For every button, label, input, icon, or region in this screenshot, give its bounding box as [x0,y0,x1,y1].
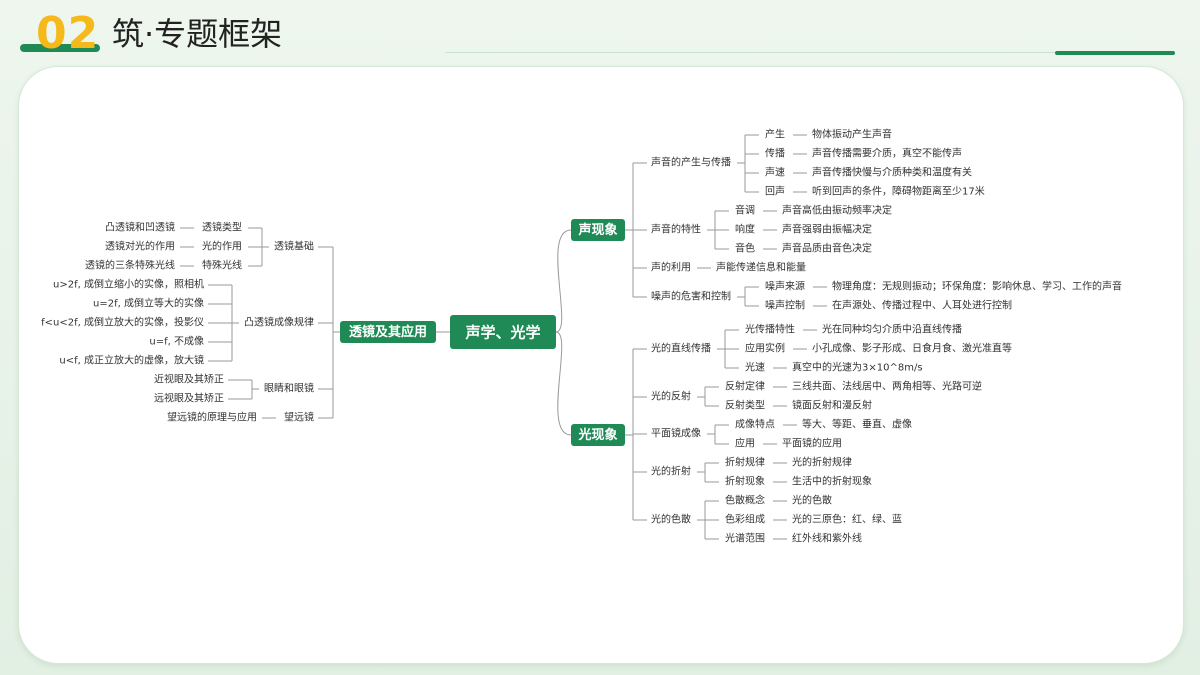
lens-item: u<f, 成正立放大的虚像，放大镜 [59,354,204,367]
leaf-desc: 声音传播快慢与介质种类和温度有关 [812,166,972,179]
group-label: 声的利用 [651,261,691,274]
leaf-label: 色散概念 [725,494,765,507]
lens-leaf-desc: 凸透镜和凹透镜 [105,221,175,234]
leaf-label: 色彩组成 [725,513,765,526]
header-accent-bar [1055,51,1175,55]
leaf-desc: 声音品质由音色决定 [782,242,872,255]
leaf-desc: 在声源处、传播过程中、人耳处进行控制 [832,299,1012,312]
lens-leaf-desc: 透镜对光的作用 [105,240,175,253]
content-card [18,66,1184,664]
lens-item: 近视眼及其矫正 [154,373,224,386]
leaf-label: 反射定律 [725,380,765,393]
lens-application-node-label: 透镜及其应用 [349,324,427,340]
leaf-label: 噪声控制 [765,299,805,312]
leaf-desc: 红外线和紫外线 [792,532,862,545]
group-label: 声音的产生与传播 [651,156,731,169]
leaf-label: 成像特点 [735,419,775,431]
leaf-desc: 光的三原色：红、绿、蓝 [792,513,902,526]
group-desc: 声能传递信息和能量 [716,261,806,274]
leaf-label: 应用 [735,437,755,450]
lens-group-label: 望远镜 [284,411,314,424]
leaf-label: 音色 [735,242,755,255]
leaf-desc: 光的色散 [792,494,832,507]
group-label: 声音的特性 [651,223,701,236]
leaf-label: 折射现象 [725,475,765,488]
leaf-label: 声速 [765,166,785,179]
leaf-desc: 声音高低由振动频率决定 [782,204,892,217]
leaf-desc: 光在同种均匀介质中沿直线传播 [822,323,962,336]
root-node-label: 声学、光学 [464,324,540,342]
lens-leaf-desc: 透镜的三条特殊光线 [85,259,175,272]
group-label: 光的色散 [651,513,691,526]
leaf-desc: 等大、等距、垂直、虚像 [802,418,912,431]
leaf-desc: 三线共面、法线居中、两角相等、光路可逆 [792,380,982,393]
header: 02 筑·专题框架 [0,0,1200,66]
lens-item: u=f, 不成像 [149,336,204,348]
leaf-desc: 听到回声的条件，障碍物距离至少17米 [812,185,985,198]
root-to-sound-curve [555,229,572,333]
header-divider [445,52,1055,53]
sound-phenomena-node-box [571,219,625,241]
leaf-label: 光谱范围 [725,532,765,545]
leaf-desc: 镜面反射和漫反射 [792,399,872,412]
leaf-desc: 平面镜的应用 [782,437,842,450]
leaf-label: 音调 [735,204,755,217]
sound-phenomena-node-label: 声现象 [577,222,617,238]
leaf-label: 响度 [735,223,755,236]
page-title: 筑·专题框架 [112,15,283,53]
leaf-label: 应用实例 [745,342,785,355]
leaf-label: 产生 [765,128,785,141]
group-label: 光的反射 [651,390,691,403]
lens-leaf-label: 特殊光线 [202,259,242,272]
leaf-label: 光传播特性 [745,323,795,336]
leaf-desc: 声音传播需要介质，真空不能传声 [812,147,962,160]
lens-group-label: 眼睛和眼镜 [264,382,314,395]
group-label: 平面镜成像 [651,427,701,440]
leaf-desc: 生活中的折射现象 [792,475,872,488]
lens-group-label: 透镜基础 [274,240,314,253]
leaf-label: 反射类型 [725,399,765,412]
leaf-desc: 物理角度：无规则振动；环保角度：影响休息、学习、工作的声音 [832,280,1122,293]
leaf-desc: 物体振动产生声音 [812,128,892,141]
leaf-desc: 小孔成像、影子形成、日食月食、激光准直等 [812,342,1012,355]
lens-leaf-label: 透镜类型 [202,221,242,234]
leaf-label: 回声 [765,185,785,198]
leaf-label: 传播 [765,147,785,160]
group-label: 光的直线传播 [651,342,711,355]
light-phenomena-node-box [571,424,625,446]
lens-item: 远视眼及其矫正 [154,392,224,405]
lens-leaf-label: 光的作用 [202,240,242,253]
lens-item: f<u<2f, 成倒立放大的实像，投影仪 [41,316,204,329]
leaf-desc: 声音强弱由振幅决定 [782,223,872,236]
group-label: 噪声的危害和控制 [651,290,731,303]
section-number: 02 [36,8,100,59]
lens-item: u>2f, 成倒立缩小的实像，照相机 [53,278,204,291]
lens-group-label: 凸透镜成像规律 [244,316,314,329]
lens-group-desc: 望远镜的原理与应用 [167,411,257,424]
root-to-light-curve [555,331,572,436]
lens-application-node-box [340,321,436,343]
leaf-label: 噪声来源 [765,280,805,293]
group-label: 光的折射 [651,465,691,478]
leaf-label: 光速 [745,361,765,374]
leaf-desc: 真空中的光速为3×10^8m/s [792,361,923,374]
light-phenomena-node-label: 光现象 [577,427,617,443]
leaf-desc: 光的折射规律 [792,456,852,469]
header-decor-bar [20,44,100,52]
leaf-label: 折射规律 [725,456,765,469]
root-node-box [450,315,556,349]
lens-item: u=2f, 成倒立等大的实像 [93,297,204,310]
